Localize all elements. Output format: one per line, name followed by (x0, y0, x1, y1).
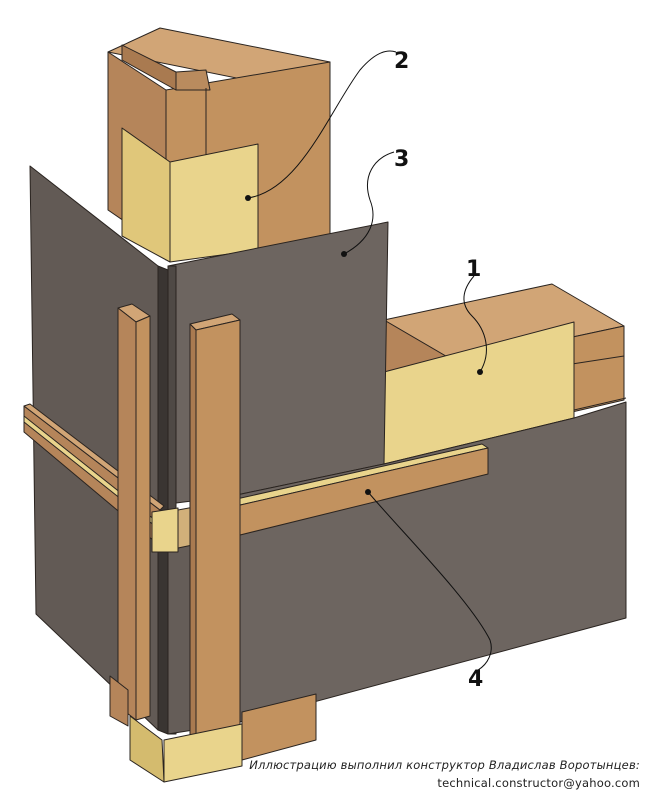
callout-leaders (247, 50, 492, 671)
author-email: technical.constructor@yahoo.com (437, 776, 640, 790)
batten-vertical-left (117, 303, 151, 721)
callout-dots (245, 195, 483, 495)
callout-4-label: 4 (468, 667, 483, 692)
insulation-post (121, 127, 259, 263)
batten-vertical-front (189, 313, 241, 745)
bottom-post (109, 675, 317, 783)
callout-1-label: 1 (466, 257, 481, 282)
callout-3-label: 3 (394, 147, 409, 172)
author-credit: Иллюстрацию выполнил конструктор Владисл… (249, 758, 640, 772)
joint-insulation (151, 507, 179, 553)
callout-2-label: 2 (394, 49, 409, 74)
